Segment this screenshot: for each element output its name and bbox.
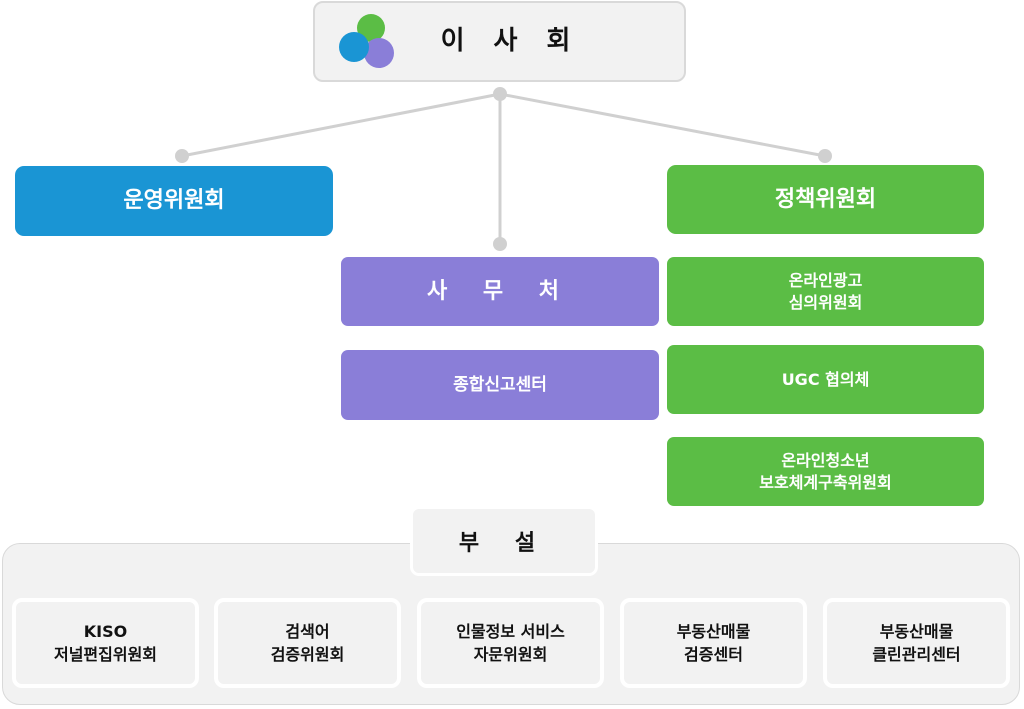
dept-real-estate-clean-line2: 클린관리센터 — [872, 645, 961, 664]
dept-real-estate-verification-line2: 검증센터 — [684, 645, 743, 664]
policy-committee-box[interactable]: 정책위원회 — [667, 165, 984, 234]
youth-protection-committee-line2: 보호체계구축위원회 — [759, 472, 892, 492]
logo-icon — [339, 14, 394, 68]
board-box[interactable]: 이 사 회 — [313, 1, 686, 82]
operations-committee-label: 운영위원회 — [123, 188, 225, 214]
departments-title: 부 설 — [410, 506, 598, 576]
dept-journal-committee-line1: KISO — [83, 621, 128, 641]
report-center-box[interactable]: 종합신고센터 — [341, 350, 659, 420]
connector-node-secretariat — [493, 237, 507, 251]
dept-real-estate-clean-line1: 부동산매물 — [879, 621, 954, 641]
dept-search-term-committee-line1: 검색어 — [285, 621, 330, 641]
dept-person-info-committee-line2: 자문위원회 — [473, 645, 548, 664]
dept-person-info-committee[interactable]: 인물정보 서비스 자문위원회 — [417, 598, 604, 688]
secretariat-box[interactable]: 사 무 처 — [341, 257, 659, 326]
dept-journal-committee-line2: 저널편집위원회 — [53, 645, 158, 664]
dept-search-term-committee-line2: 검증위원회 — [270, 645, 345, 664]
secretariat-label: 사 무 처 — [426, 278, 574, 304]
operations-committee-box[interactable]: 운영위원회 — [15, 166, 333, 236]
dept-person-info-committee-line1: 인물정보 서비스 — [456, 621, 565, 641]
dept-search-term-committee[interactable]: 검색어 검증위원회 — [214, 598, 401, 688]
dept-real-estate-verification-center[interactable]: 부동산매물 검증센터 — [620, 598, 807, 688]
report-center-label: 종합신고센터 — [453, 374, 547, 395]
departments-title-label: 부 설 — [458, 531, 550, 556]
youth-protection-committee-box[interactable]: 온라인청소년 보호체계구축위원회 — [667, 437, 984, 506]
ad-review-committee-line2: 심의위원회 — [788, 292, 863, 312]
dept-journal-committee[interactable]: KISO 저널편집위원회 — [12, 598, 199, 688]
board-title: 이 사 회 — [440, 25, 581, 56]
dept-real-estate-clean-center[interactable]: 부동산매물 클린관리센터 — [823, 598, 1010, 688]
connector-node-policy — [818, 149, 832, 163]
connector-node-root — [493, 87, 507, 101]
dept-real-estate-verification-line1: 부동산매물 — [676, 621, 751, 641]
ad-review-committee-line1: 온라인광고 — [788, 270, 863, 290]
policy-committee-label: 정책위원회 — [774, 186, 877, 212]
ugc-council-box[interactable]: UGC 협의체 — [667, 345, 984, 414]
ugc-council-label: UGC 협의체 — [781, 369, 870, 389]
ad-review-committee-box[interactable]: 온라인광고 심의위원회 — [667, 257, 984, 326]
youth-protection-committee-line1: 온라인청소년 — [781, 450, 870, 470]
connector-node-operations — [175, 149, 189, 163]
